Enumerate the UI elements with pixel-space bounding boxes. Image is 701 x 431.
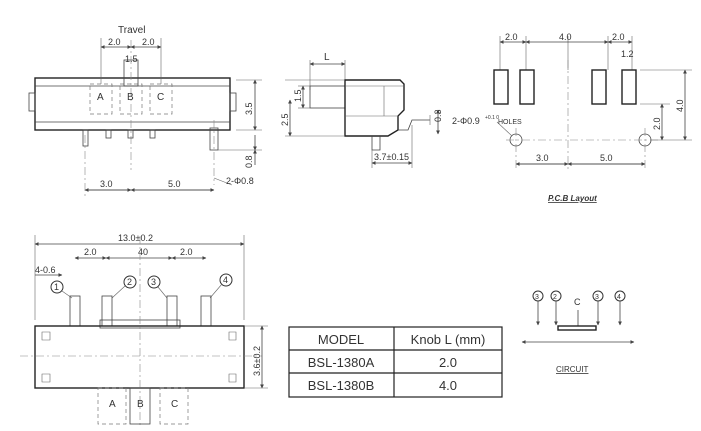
pcb-dim-hole-y: 2.0 — [652, 117, 662, 130]
pcb-pad-3 — [591, 69, 607, 105]
pin4-label: 4 — [223, 275, 228, 285]
pcb-dim-bot-a: 3.0 — [536, 153, 549, 163]
top-dim-depth: 3.6±0.2 — [252, 346, 262, 376]
circuit-pin3: 3 — [535, 294, 539, 301]
circuit-contact — [557, 325, 597, 331]
pos-a: A — [97, 92, 104, 103]
dim-right: 2.0 — [142, 37, 155, 47]
pin-marker-4 — [219, 273, 233, 287]
dim-left: 2.0 — [108, 37, 121, 47]
top-dim-pin-w: 4-0.6 — [35, 265, 56, 275]
model-table: MODEL Knob L (mm) BSL-1380A 2.0 BSL-1380… — [288, 326, 503, 398]
pin2-label: 2 — [127, 277, 132, 287]
circuit-pin3b: 3 — [595, 294, 599, 301]
dim-height: 3.5 — [244, 102, 254, 115]
top-body — [34, 325, 245, 389]
pin-marker-3 — [147, 275, 161, 289]
pin1-label: 1 — [54, 282, 59, 292]
table-header-model: MODEL — [318, 332, 364, 347]
top-dim-p3: 2.0 — [180, 247, 193, 257]
table-header-knob: Knob L (mm) — [411, 332, 486, 347]
top-dim-p2: 40 — [138, 247, 148, 257]
pcb-holes: 2-Φ0.9 — [452, 116, 480, 126]
pcb-pad-4 — [621, 69, 637, 105]
pcb-pad-1 — [493, 69, 509, 105]
dim-peg: 2-Φ0.8 — [226, 176, 254, 186]
pcb-dim-top-b: 4.0 — [559, 32, 572, 42]
circuit-title: CIRCUIT — [556, 365, 589, 374]
table-cell-knob-b: 4.0 — [439, 378, 457, 393]
circuit: 3 2 3 4 C CIRCUIT — [521, 290, 635, 374]
circuit-pin4: 4 — [617, 294, 621, 301]
dim-pitch-b: 5.0 — [168, 179, 181, 189]
dim-l: L — [324, 52, 330, 63]
top-view: 13.0±0.2 2.0 40 2.0 4-0.6 1 2 3 4 — [20, 233, 268, 425]
dim-lead-t: 0.3 — [433, 109, 443, 122]
pcb-dim-top-a: 2.0 — [505, 32, 518, 42]
pcb-title: P.C.B Layout — [548, 194, 597, 203]
circuit-pin2: 2 — [553, 294, 557, 301]
top-pos-c: C — [171, 399, 178, 410]
dim-pitch-a: 3.0 — [100, 179, 113, 189]
pcb-dim-height: 4.0 — [675, 99, 685, 112]
dim-lead-w: 3.7±0.15 — [374, 152, 409, 162]
pin3-label: 3 — [151, 277, 156, 287]
top-pos-b: B — [137, 399, 144, 410]
dim-pin-len: 0.8 — [244, 155, 254, 168]
table-cell-model-a: BSL-1380A — [308, 355, 375, 370]
pos-c: C — [157, 92, 164, 103]
pcb-layout: 2.0 4.0 2.0 1.2 2-Φ0.9 +0.1 0 HOLES 4.0 … — [452, 32, 692, 203]
pin-marker-2 — [123, 275, 137, 289]
pcb-holes-tol: +0.1 0 — [485, 115, 499, 121]
pcb-dim-bot-b: 5.0 — [600, 153, 613, 163]
top-pos-a: A — [109, 399, 116, 410]
top-dim-p1: 2.0 — [84, 247, 97, 257]
pcb-holes-word: HOLES — [498, 119, 522, 126]
pcb-pad-2 — [519, 69, 535, 105]
dim-knob: 1.5 — [125, 54, 138, 64]
front-view: Travel 2.0 2.0 1.5 A B C 3.5 0.8 3.0 5.0… — [28, 25, 262, 198]
pin-marker-1 — [50, 280, 64, 294]
circuit-common: C — [574, 297, 581, 307]
side-knob — [309, 85, 346, 109]
pcb-dim-top-c: 2.0 — [612, 32, 625, 42]
dim-body-h: 2.5 — [280, 113, 290, 126]
table-cell-knob-a: 2.0 — [439, 355, 457, 370]
side-view: L 1.5 2.5 0.3 3.7±0.15 — [280, 52, 443, 168]
travel-label: Travel — [118, 25, 145, 36]
pcb-dim-pad-w: 1.2 — [621, 49, 634, 59]
top-dim-width: 13.0±0.2 — [118, 233, 153, 243]
dim-knob-h: 1.5 — [293, 89, 303, 102]
table-cell-model-b: BSL-1380B — [308, 378, 375, 393]
pos-b: B — [127, 92, 134, 103]
